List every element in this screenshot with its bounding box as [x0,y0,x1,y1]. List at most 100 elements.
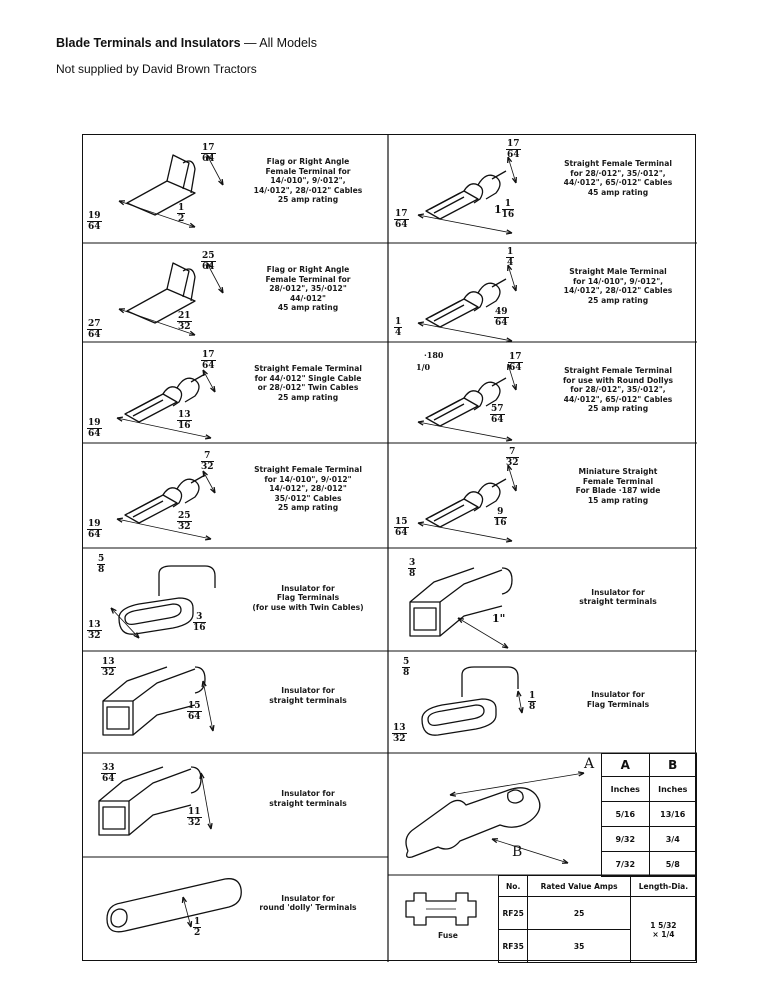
table-cell: 7/32 [601,851,650,877]
dimension-denominator: 32 [88,631,101,641]
dimension-numerator: 17 [201,350,216,361]
dimension-denominator: 32 [393,734,406,744]
fuse-size-cell: 1 5/32× 1/4 [629,896,698,963]
dimension-line [119,201,195,227]
dimension-arrow [506,437,512,441]
dimension-line [207,155,223,185]
dimension-line [207,263,223,293]
dimension-numerator: 49 [494,307,509,318]
dimension-arrow [210,725,214,731]
table-header-cell: Rated Value Amps [527,875,631,897]
dimension-arrow [210,487,215,493]
insulator-end [502,568,512,594]
dimension-arrow [506,538,512,542]
dimension-arrow [207,155,211,161]
table-cell: RF35 [497,929,529,963]
dimension-whole: 1" [492,612,506,625]
dimension-arrow [189,223,195,227]
dimension-line [418,215,512,233]
dimension-line [111,608,139,638]
caption-line: Insulator for [591,690,645,699]
dimension-label: 1/0 [416,362,431,372]
caption-line: Insulator for [281,893,335,903]
fuse-label: Fuse [438,931,458,940]
part-drawing [388,753,697,875]
dimension-numerator: 27 [87,319,102,330]
terminal-barrel [163,387,182,406]
dimension-denominator: 32 [201,462,214,472]
dimension-line [508,364,516,390]
dimension-numerator: 3 [408,558,417,569]
caption-line: for 28/·012", 35/·012", [570,385,666,395]
dimension-numerator: 1 [506,247,515,258]
page-subtitle: Not supplied by David Brown Tractors [56,62,257,76]
dimension-line [418,422,512,440]
dimension-arrow [210,386,215,392]
caption-line: 44/·012" [289,293,327,303]
dimension-denominator: 16 [501,210,515,220]
part-drawing [83,548,388,651]
terminal-fold [430,501,464,521]
dimension-denominator: 64 [395,220,408,230]
part-drawing [83,243,388,342]
dimension-arrow [208,823,212,829]
dimension-numerator: 13 [87,620,102,631]
dimension-denominator: 8 [529,702,536,712]
dimension-denominator: 64 [88,222,101,232]
caption-line: straight terminals [269,695,347,705]
table-cell: 5/8 [648,851,697,877]
dimension-arrow [202,681,206,687]
dimension-whole: 1 [494,202,502,216]
insulator-sleeve [462,667,518,697]
terminal-blade [125,495,177,523]
part-drawing [388,548,697,651]
table-cell: Inches [601,776,650,802]
insulator-body [119,598,193,634]
dimension-numerator: 21 [177,311,192,322]
table-cell: B [648,753,697,777]
caption-line: (for use with Twin Cables) [252,602,364,612]
part-drawing [388,243,697,342]
caption-line: for 44/·012" Single Cable [254,373,362,383]
caption-line: round 'dolly' Terminals [259,903,357,913]
part-drawing [388,443,697,548]
dimension-line [203,471,215,493]
dimension-arrow [512,177,516,183]
dimension-arrow [219,179,223,185]
terminal-barrel [464,492,483,511]
table-cell: 9/32 [601,826,650,852]
dimension-numerator: 25 [201,251,216,262]
dimension-arrow [117,518,123,522]
